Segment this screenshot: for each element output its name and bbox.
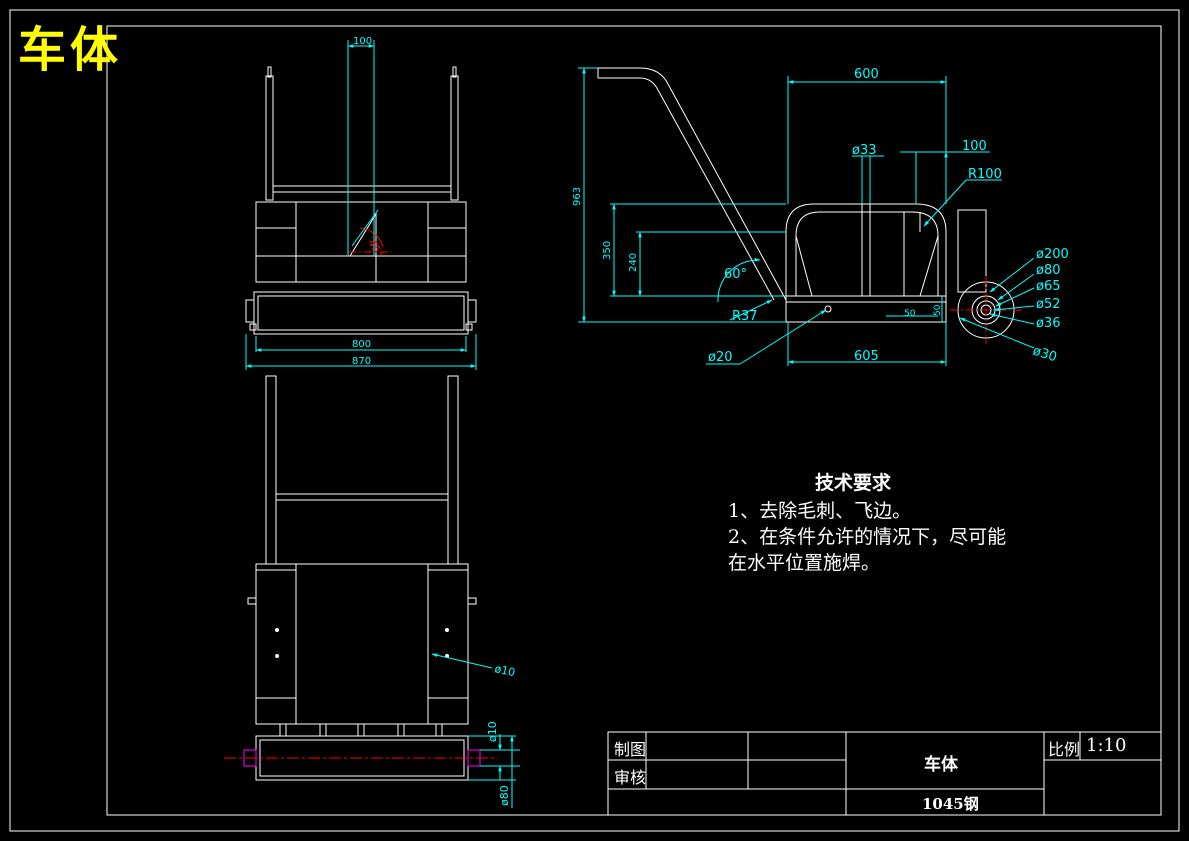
sheet-frame <box>9 9 1180 832</box>
dim-wheel-30: ø30 <box>1031 344 1059 366</box>
side-view-centerlines <box>950 276 1022 344</box>
dim-side-offset: 100 <box>962 139 987 154</box>
dim-radius-100: R100 <box>968 167 1002 182</box>
dim-tube-dia: ø33 <box>852 143 877 158</box>
dim-outer-width: 870 <box>352 356 371 367</box>
dim-wheel-52: ø52 <box>1036 297 1061 312</box>
bottom-view-holes <box>275 628 449 658</box>
drawn-by-label: 制图 <box>614 740 647 759</box>
dim-top-width: 100 <box>353 36 372 47</box>
dim-wheel-36: ø36 <box>1036 316 1061 331</box>
scale-label: 比例 <box>1048 740 1081 759</box>
dim-angle-45: 45° <box>365 237 386 260</box>
dim-50-a: 50 <box>904 309 916 319</box>
bottom-view-dimensions <box>431 653 520 808</box>
part-name: 车体 <box>924 755 958 775</box>
dim-inner-width: 800 <box>352 339 371 350</box>
tech-requirement-item: 1、去除毛刺、飞边。 <box>728 500 912 522</box>
tech-requirement-item: 2、在条件允许的情况下，尽可能 <box>728 526 1007 548</box>
material: 1045钢 <box>922 795 979 813</box>
dim-hole-dia-10: ø10 <box>493 662 516 679</box>
top-view-dimensions <box>245 40 477 370</box>
side-view <box>597 67 1015 339</box>
dim-height-963: 963 <box>572 187 583 206</box>
dim-side-length: 600 <box>854 67 879 82</box>
dim-axle-dia-80: ø80 <box>498 785 511 806</box>
sheet-title: 车体 <box>18 22 123 78</box>
bottom-view <box>247 375 477 781</box>
tech-requirements-title: 技术要求 <box>814 472 891 494</box>
dim-pin-dia-20: ø20 <box>708 350 733 365</box>
dim-50-b: 50 <box>933 304 943 316</box>
dim-wheel-65: ø65 <box>1036 279 1061 294</box>
tech-requirements: 技术要求 1、去除毛刺、飞边。 2、在条件允许的情况下，尽可能 在水平位置施焊。 <box>728 470 1006 576</box>
scale-value: 1:10 <box>1086 735 1127 756</box>
title-block <box>607 731 1162 816</box>
top-view <box>245 66 477 335</box>
dim-radius-37: R37 <box>732 309 758 324</box>
dim-angle-60: 60° <box>724 267 747 282</box>
dim-base-length: 605 <box>854 349 879 364</box>
side-view-dimensions <box>578 67 1035 366</box>
dim-axle-dia-10: ø10 <box>486 721 499 742</box>
dim-wheel-80: ø80 <box>1036 263 1061 278</box>
dim-wheel-200: ø200 <box>1036 247 1069 262</box>
checked-by-label: 审核 <box>614 768 647 787</box>
dim-height-350: 350 <box>602 241 613 260</box>
dim-height-240: 240 <box>628 253 639 272</box>
tech-requirement-item: 在水平位置施焊。 <box>728 552 881 574</box>
